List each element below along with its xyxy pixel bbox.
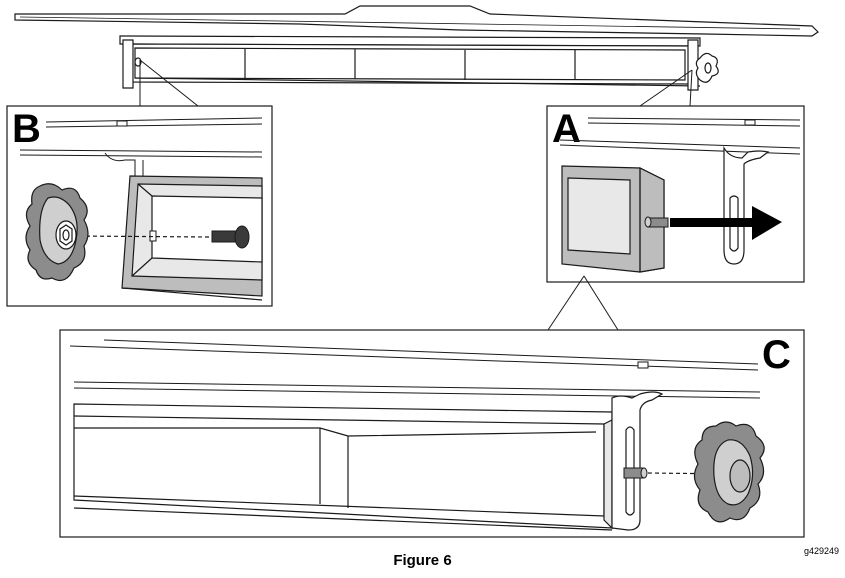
panel-c-label: C	[762, 333, 791, 377]
knob-c-icon	[693, 421, 765, 523]
graphic-id: g429249	[803, 546, 839, 556]
pin-a	[644, 216, 669, 228]
panel-a-label: A	[552, 107, 581, 151]
panel-c: C	[59, 329, 805, 538]
panel-a: A	[546, 105, 805, 331]
knob-b-icon	[25, 183, 89, 281]
pin-c	[623, 467, 648, 479]
overview-assembly	[14, 5, 819, 107]
alignment-dashes-b	[71, 235, 211, 238]
panel-b: B	[6, 105, 273, 307]
pull-arrow-icon	[670, 206, 782, 240]
bolt-b	[211, 225, 250, 249]
figure-caption: Figure 6	[393, 552, 452, 569]
tray-end-frame-b	[121, 175, 263, 301]
panel-b-label: B	[12, 107, 41, 151]
tray-body-c	[73, 403, 613, 531]
